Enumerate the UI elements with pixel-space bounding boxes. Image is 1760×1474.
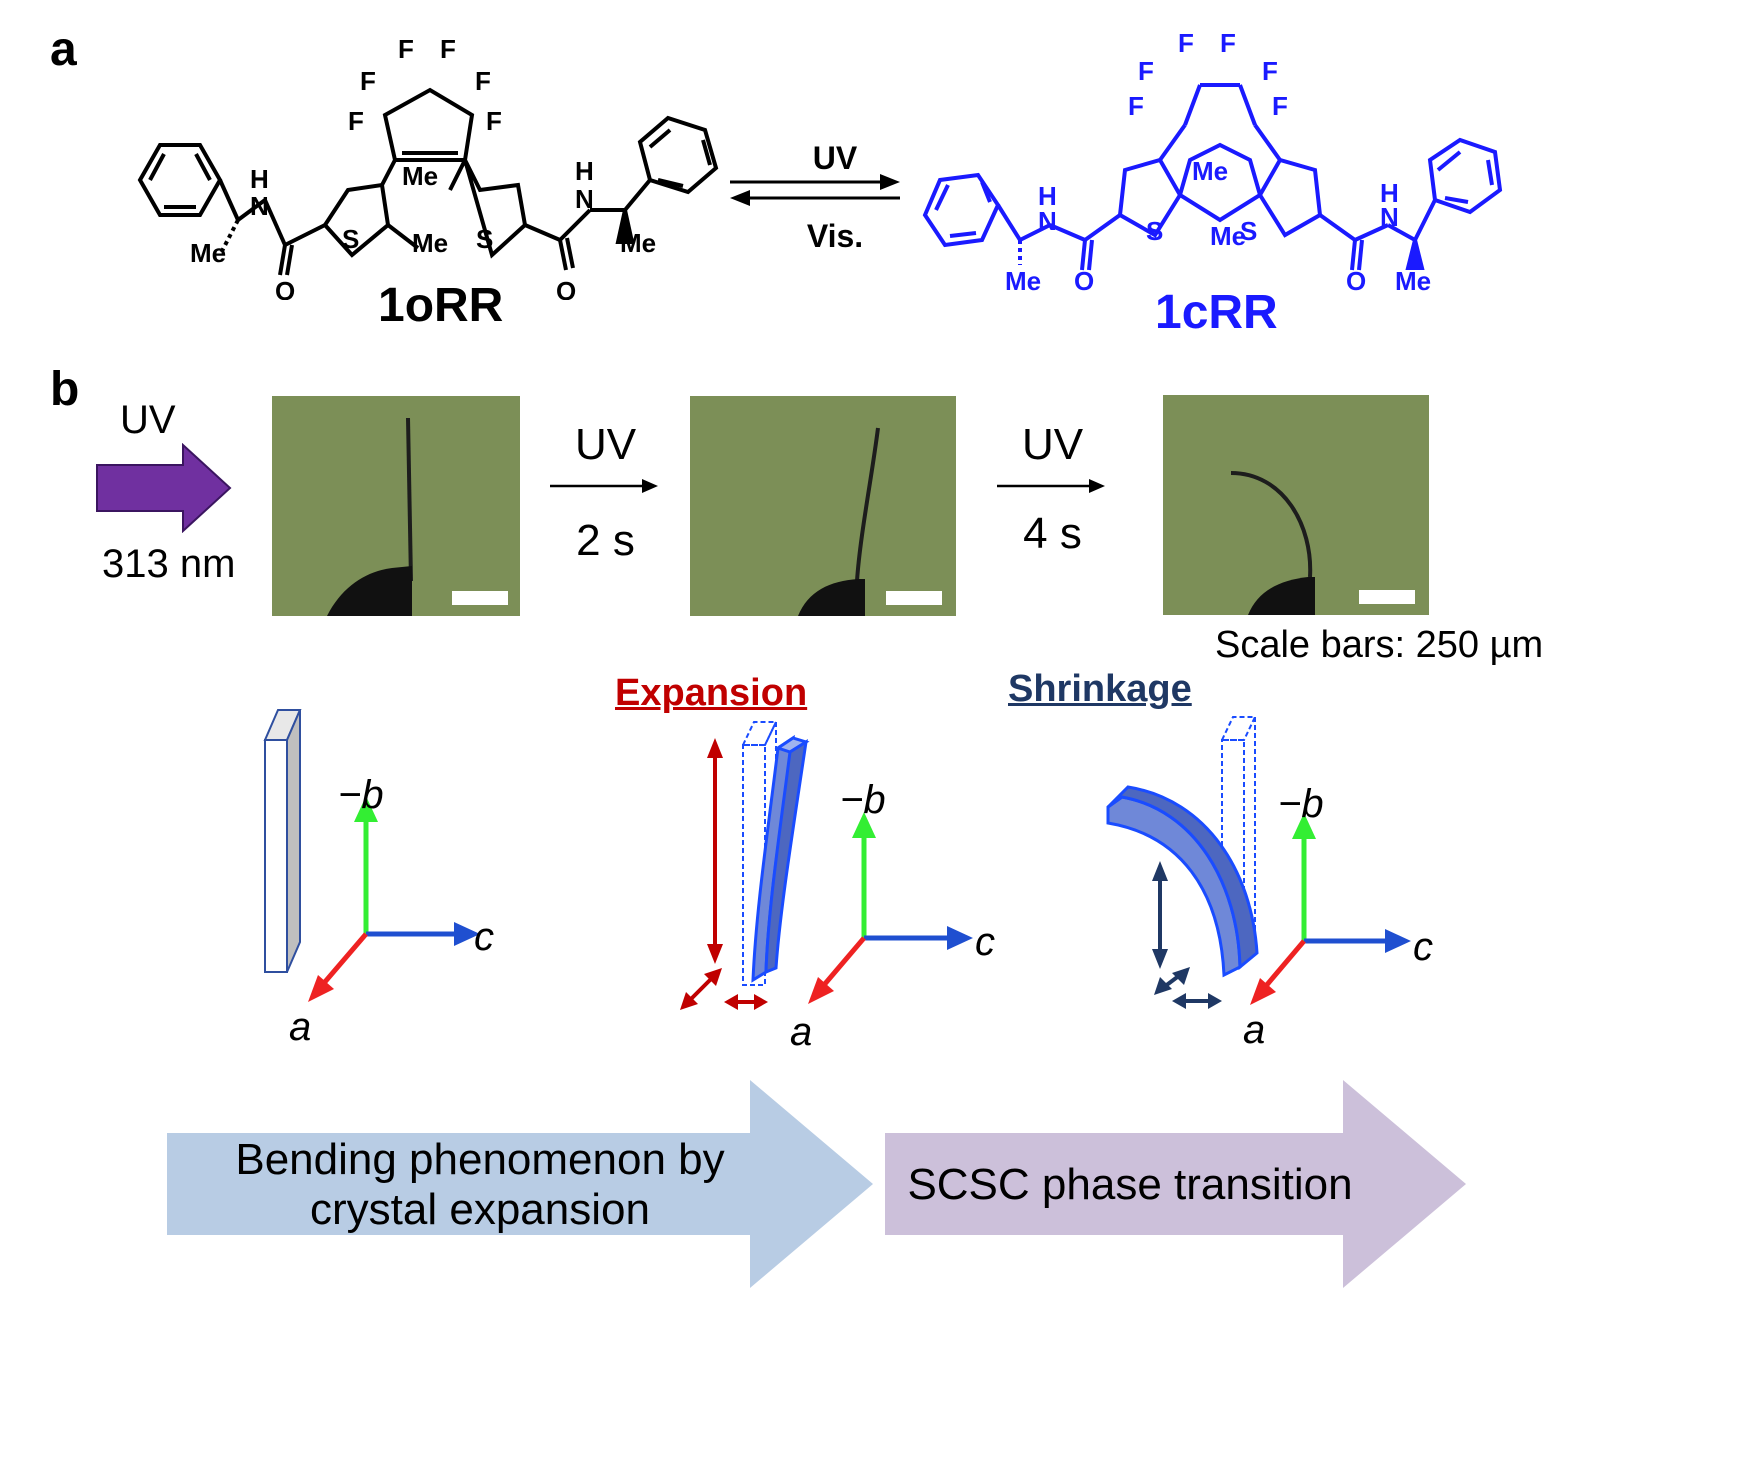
panel-label-b: b — [50, 363, 80, 416]
svg-text:Me: Me — [1395, 266, 1431, 296]
svg-text:S: S — [1240, 216, 1257, 246]
banner-scsc-arrow — [885, 1080, 1466, 1288]
product-name: 1cRR — [1155, 286, 1278, 339]
svg-text:F: F — [348, 106, 364, 136]
expansion-diagram — [680, 721, 973, 1010]
axis-a: a — [790, 1010, 813, 1054]
svg-text:Me: Me — [1005, 266, 1041, 296]
reactant-name: 1oRR — [378, 279, 504, 332]
svg-text:S: S — [342, 224, 359, 254]
scale-bar — [452, 591, 508, 605]
uv-wavelength: 313 nm — [102, 542, 236, 586]
svg-text:Me: Me — [620, 228, 656, 258]
axis-c: c — [975, 920, 995, 964]
banner-bending-arrow — [167, 1080, 873, 1288]
svg-text:Me: Me — [190, 238, 226, 268]
svg-text:O: O — [275, 276, 295, 300]
svg-text:F: F — [1272, 91, 1288, 121]
axis-a: a — [289, 1005, 312, 1049]
svg-text:Me: Me — [1192, 156, 1228, 186]
svg-text:F: F — [1178, 30, 1194, 58]
svg-text:N: N — [250, 191, 269, 221]
svg-text:N: N — [1380, 202, 1399, 232]
step1-time: 2 s — [576, 516, 635, 565]
reactant-structure: H N Me O S Me Me S O H N Me F F F F F F — [137, 34, 719, 300]
svg-text:F: F — [1128, 91, 1144, 121]
svg-text:O: O — [1346, 266, 1366, 296]
svg-text:Me: Me — [1210, 221, 1246, 251]
uv-source-label: UV — [120, 398, 176, 442]
scale-bar — [886, 591, 942, 605]
svg-text:H: H — [1038, 181, 1057, 211]
svg-text:S: S — [476, 224, 493, 254]
uv-arrow-icon — [96, 443, 232, 533]
crystal-photo-2s — [690, 396, 956, 616]
banner-bending-line1: Bending phenomenon by — [235, 1135, 725, 1184]
step2-time: 4 s — [1023, 509, 1082, 558]
svg-text:S: S — [1146, 216, 1163, 246]
banner-bending-text: Bending phenomenon by crystal expansion — [210, 1135, 750, 1235]
svg-text:F: F — [475, 66, 491, 96]
svg-text:Me: Me — [402, 161, 438, 191]
initial-crystal-diagram — [263, 709, 480, 1002]
step2-label: UV — [1021, 420, 1084, 469]
shrinkage-label: Shrinkage — [1008, 668, 1192, 710]
axis-a: a — [1243, 1008, 1266, 1052]
svg-text:F: F — [486, 106, 502, 136]
axis-c: c — [474, 915, 494, 959]
svg-text:H: H — [575, 156, 594, 186]
axis-neg-b: −b — [338, 773, 384, 817]
banner-bending-line2: crystal expansion — [310, 1185, 650, 1234]
product-structure: H N Me O S Me Me S O H N Me F F F F F F — [922, 30, 1503, 296]
svg-text:N: N — [575, 184, 594, 214]
crystal-photo-0s — [272, 396, 520, 616]
axis-c: c — [1413, 925, 1433, 969]
axis-neg-b: −b — [840, 778, 886, 822]
reverse-condition: Vis. — [806, 218, 864, 254]
svg-text:H: H — [250, 164, 269, 194]
panel-label-a: a — [50, 23, 77, 76]
step1-label: UV — [574, 420, 637, 469]
forward-condition: UV — [812, 140, 858, 176]
svg-text:F: F — [1138, 56, 1154, 86]
banner-scsc-text: SCSC phase transition — [907, 1160, 1353, 1209]
svg-text:F: F — [398, 34, 414, 64]
step1-arrow — [550, 479, 658, 493]
crystal-photo-4s — [1163, 395, 1429, 615]
svg-text:N: N — [1038, 206, 1057, 236]
expansion-label: Expansion — [615, 672, 808, 714]
svg-text:O: O — [1074, 266, 1094, 296]
step2-arrow — [997, 479, 1105, 493]
scale-bar — [1359, 590, 1415, 604]
svg-text:Me: Me — [412, 228, 448, 258]
equilibrium-arrows — [730, 174, 900, 206]
svg-text:F: F — [440, 34, 456, 64]
shrinkage-diagram — [1106, 716, 1411, 1009]
svg-text:O: O — [556, 276, 576, 300]
scale-note: Scale bars: 250 µm — [1215, 624, 1544, 666]
axis-neg-b: −b — [1278, 782, 1324, 826]
svg-text:H: H — [1380, 178, 1399, 208]
svg-text:F: F — [1220, 30, 1236, 58]
svg-text:F: F — [1262, 56, 1278, 86]
svg-text:F: F — [360, 66, 376, 96]
